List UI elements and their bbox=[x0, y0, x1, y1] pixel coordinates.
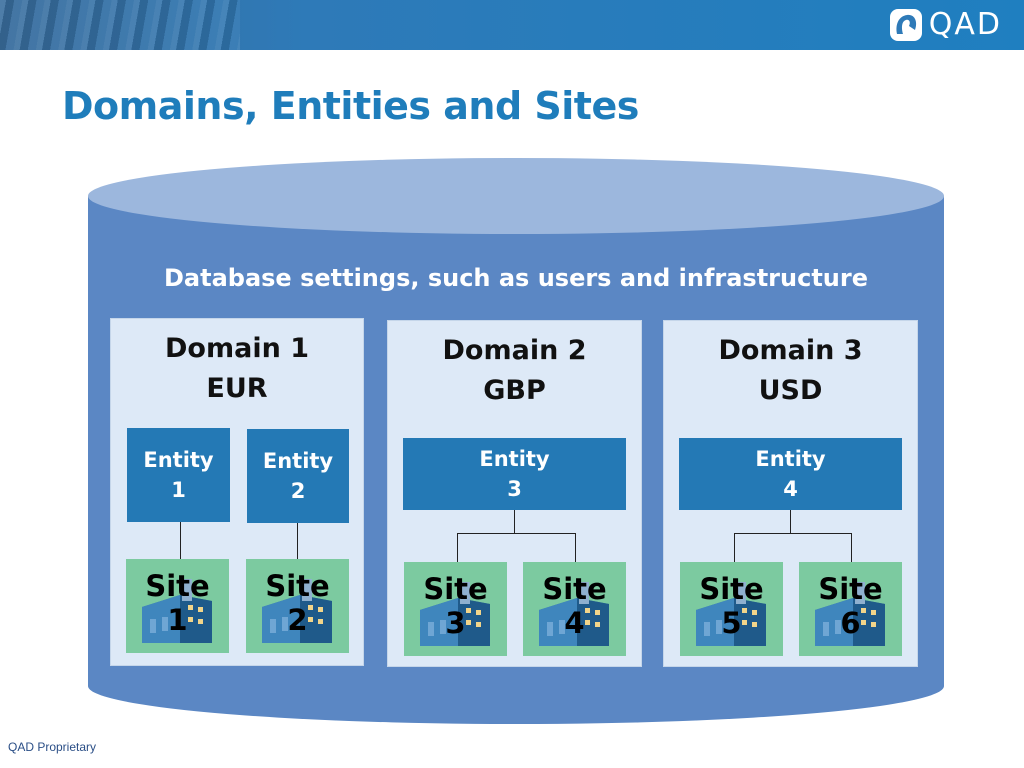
connector-line bbox=[851, 533, 852, 562]
connector-line bbox=[514, 510, 515, 534]
entity-box-3: Entity 3 bbox=[403, 438, 626, 510]
building-icon bbox=[815, 582, 885, 646]
site-number: 2 bbox=[287, 603, 308, 637]
site-number: 5 bbox=[721, 606, 742, 640]
page-title: Domains, Entities and Sites bbox=[62, 84, 639, 128]
site-label: Site 2 bbox=[246, 569, 349, 637]
site-label-text: Site bbox=[145, 569, 210, 603]
site-box-2: Site 2 bbox=[246, 559, 349, 653]
header-decoration bbox=[0, 0, 240, 50]
site-box-5: Site 5 bbox=[680, 562, 783, 656]
site-label-text: Site bbox=[699, 572, 764, 606]
header-bar: QAD bbox=[0, 0, 1024, 50]
connector-line bbox=[734, 533, 735, 562]
site-box-6: Site 6 bbox=[799, 562, 902, 656]
domain-currency: USD bbox=[758, 375, 823, 406]
footer-text: QAD Proprietary bbox=[8, 740, 97, 754]
entity-number: 3 bbox=[507, 477, 522, 501]
entity-label: Entity bbox=[143, 448, 214, 472]
site-number: 3 bbox=[445, 606, 466, 640]
site-number: 1 bbox=[167, 603, 188, 637]
connector-line bbox=[297, 523, 298, 559]
domain-title: Domain 3 USD bbox=[664, 331, 917, 411]
entity-number: 4 bbox=[783, 477, 798, 501]
site-label: Site 3 bbox=[404, 572, 507, 640]
domain-name: Domain 3 bbox=[718, 335, 863, 366]
site-label: Site 5 bbox=[680, 572, 783, 640]
entity-label: Entity bbox=[479, 447, 550, 471]
entity-label: Entity bbox=[262, 449, 334, 473]
site-label: Site 4 bbox=[523, 572, 626, 640]
site-label: Site 6 bbox=[799, 572, 902, 640]
building-icon bbox=[262, 579, 332, 643]
domain-currency: EUR bbox=[206, 373, 268, 404]
site-box-1: Site 1 bbox=[126, 559, 229, 653]
site-number: 6 bbox=[840, 606, 861, 640]
domain-currency: GBP bbox=[483, 375, 546, 406]
site-box-4: Site 4 bbox=[523, 562, 626, 656]
connector-line bbox=[457, 533, 576, 534]
site-label-text: Site bbox=[818, 572, 883, 606]
entity-box-2: Entity 2 bbox=[247, 429, 349, 523]
site-number: 4 bbox=[564, 606, 585, 640]
entity-number: 1 bbox=[171, 478, 186, 502]
cylinder-top bbox=[88, 158, 944, 234]
connector-line bbox=[575, 533, 576, 562]
building-icon bbox=[696, 582, 766, 646]
entity-box-1: Entity 1 bbox=[127, 428, 230, 522]
connector-line bbox=[734, 533, 852, 534]
site-label: Site 1 bbox=[126, 569, 229, 637]
qad-logo-icon bbox=[889, 9, 922, 41]
qad-logo: QAD bbox=[889, 8, 1002, 42]
connector-line bbox=[790, 510, 791, 534]
entity-label: Entity bbox=[755, 447, 826, 471]
site-label-text: Site bbox=[542, 572, 607, 606]
entity-box-4: Entity 4 bbox=[679, 438, 902, 510]
building-icon bbox=[142, 579, 212, 643]
building-icon bbox=[539, 582, 609, 646]
logo-text: QAD bbox=[928, 7, 1002, 42]
site-box-3: Site 3 bbox=[404, 562, 507, 656]
domain-title: Domain 2 GBP bbox=[388, 331, 641, 411]
connector-line bbox=[457, 533, 458, 562]
entity-number: 2 bbox=[290, 479, 306, 503]
domain-title: Domain 1 EUR bbox=[111, 329, 363, 409]
domain-name: Domain 1 bbox=[165, 333, 309, 364]
site-label-text: Site bbox=[423, 572, 488, 606]
domain-name: Domain 2 bbox=[442, 335, 587, 366]
site-label-text: Site bbox=[265, 569, 330, 603]
connector-line bbox=[180, 522, 181, 559]
building-icon bbox=[420, 582, 490, 646]
database-caption: Database settings, such as users and inf… bbox=[163, 264, 868, 292]
